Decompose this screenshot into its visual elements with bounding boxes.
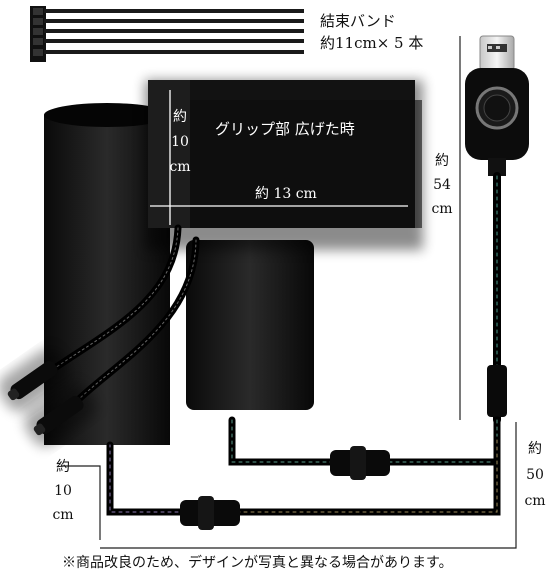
grip-height-label-line3: cm [169, 159, 191, 175]
lead-length-label-line3: cm [52, 507, 74, 523]
usb-length-label-line2: 54 [433, 177, 451, 193]
grip-sheet [145, 80, 423, 250]
grip-tube-right [186, 240, 314, 410]
cable-ties [30, 6, 304, 62]
lead-length-label-line2: 10 [54, 483, 72, 499]
lead-length-label-line1: 約 [56, 459, 70, 475]
connector-branch-lower [180, 496, 240, 530]
usb-length-label-line1: 約 [435, 153, 449, 169]
cable-tie-label-line2: 約11cm× 5 本 [320, 34, 424, 52]
connector-left-1 [0, 348, 70, 412]
usb-length-label-line3: cm [431, 201, 453, 217]
connector-branch-upper [330, 446, 390, 480]
usb-cable [487, 172, 507, 424]
branch-length-label-line3: cm [524, 493, 546, 509]
branch-length-label-line1: 約 [528, 441, 542, 457]
footnote: ※商品改良のため、デザインが写真と異なる場合があります。 [62, 555, 453, 571]
connector-left-2 [24, 383, 96, 447]
cable-tie-label-line1: 結束バンド [320, 12, 396, 30]
branch-cables [106, 416, 501, 516]
grip-sheet-title: グリップ部 広げた時 [215, 120, 355, 138]
usb-plug [465, 35, 529, 176]
grip-height-label-line2: 10 [171, 134, 189, 150]
lead-cables [48, 224, 200, 404]
grip-width-label: 約 13 cm [255, 186, 317, 202]
branch-length-line [100, 422, 517, 549]
lead-length-line [62, 465, 101, 540]
branch-length-label-line2: 50 [526, 467, 544, 483]
grip-height-label-line1: 約 [173, 109, 187, 125]
